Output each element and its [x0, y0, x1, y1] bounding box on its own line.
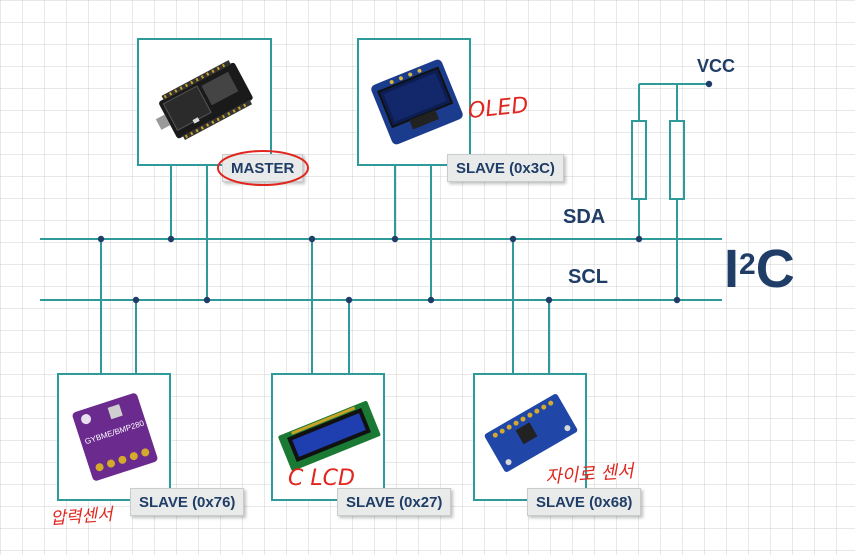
- bme280-tag: SLAVE (0x76): [130, 488, 245, 516]
- master-circle-annotation: [217, 150, 309, 186]
- lcd1602-box: [271, 373, 385, 501]
- vcc-label: VCC: [697, 56, 736, 76]
- i2c-title-main: I: [724, 239, 740, 299]
- pullup-resistor-scl: [669, 120, 685, 200]
- mpu-gyro-board-image: [484, 394, 578, 472]
- scl-label: SCL: [568, 266, 608, 288]
- i2c-title-tail: C: [755, 239, 795, 299]
- pullup-resistor-sda: [631, 120, 647, 200]
- master-tag: MASTER: [222, 154, 304, 182]
- lcd1602-tag: SLAVE (0x27): [337, 488, 452, 516]
- mpu-box: [473, 373, 587, 501]
- lcd1602-image: [278, 400, 381, 471]
- oled-tag: SLAVE (0x3C): [447, 154, 564, 182]
- pressure-handwritten-note: 압력센서: [49, 504, 114, 530]
- oled-box: [357, 38, 471, 166]
- oled-display-image: [371, 59, 463, 145]
- master-box: [137, 38, 272, 166]
- mpu-tag: SLAVE (0x68): [527, 488, 642, 516]
- bme280-board-image: GYBME/BMP280: [72, 393, 158, 481]
- i2c-title-sup: 2: [739, 248, 756, 281]
- i2c-title: I2C: [724, 242, 795, 296]
- sda-label: SDA: [563, 206, 606, 228]
- bme280-box: GYBME/BMP280: [57, 373, 171, 501]
- esp32-board-image: [155, 60, 253, 140]
- lcd-handwritten-note: C LCD: [288, 466, 355, 491]
